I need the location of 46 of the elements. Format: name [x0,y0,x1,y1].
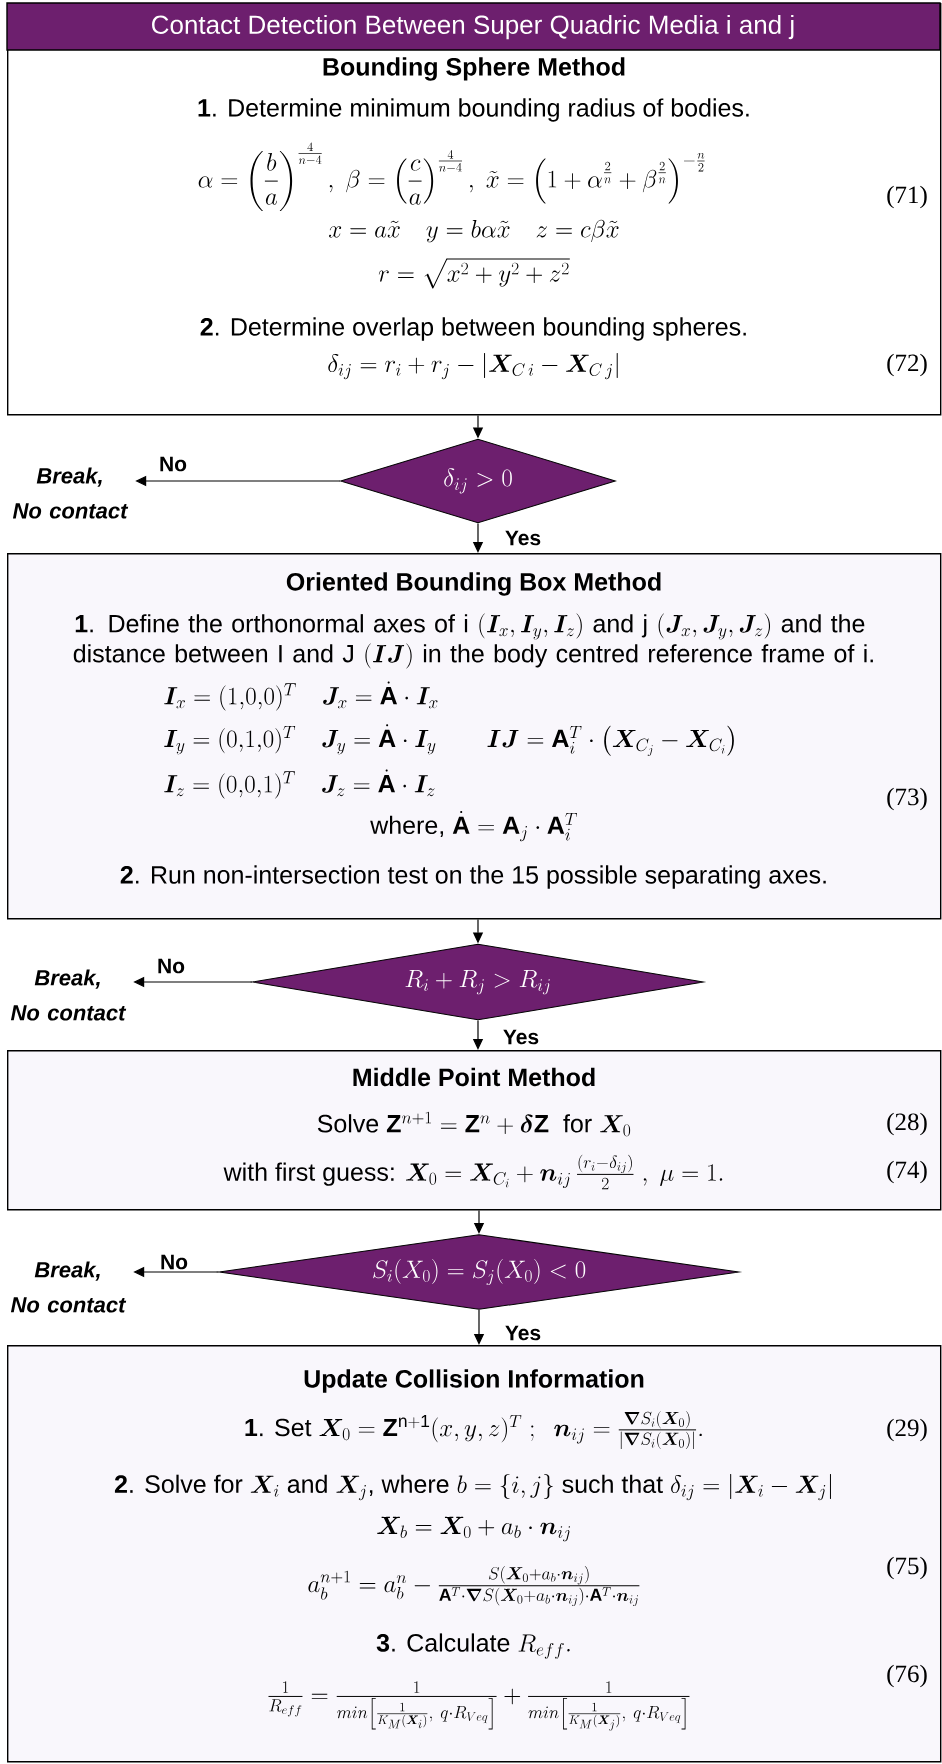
equation: $x = a\tilde{x}\quad y = b\alpha\tilde{x}\quad z = c\beta\tilde{x}$ [329,219,619,243]
step-text: 2. Determine overlap between bounding spheres. [200,317,746,341]
equation: $\alpha = \left(\frac{b}{a}\right)^{\frac{4}{n-4}},\ \beta = \left(\frac{c}{a}\right)^{\frac{4}{n-4}},\ \tilde{x} = \left(1+\alpha^{\frac{2}{n}}+\beta^{\frac{2}{n}}\right)^{-\frac{n}{2}}$ [198,142,705,212]
equation-number: (71) [887,185,927,209]
process-box [7,1345,942,1763]
equation: $\text{with first guess: }\boldsymbol{X}_0 = \boldsymbol{X}_{C_i} + \boldsymbol{n}_{ij}\,\frac{(r_i-\delta_{ij})}{2}\ ,\ \mu = 1.$ [223,1154,723,1190]
process-box [7,1050,942,1211]
process-box [6,2,942,416]
outcome-text: Break, No contact [10,1261,127,1313]
equation-number: (73) [887,787,927,811]
heading: Bounding Sphere Method [323,57,625,81]
equation-number: (75) [887,1556,927,1580]
step-text: 2. Run non-intersection test on the 15 possible separating axes. [120,865,826,889]
equation: $\boldsymbol{I}_x = (1{,}0{,}0)^T \quad \boldsymbol{J}_x = \dot{\mathbf{A}}\cdot\boldsymbol{I}_x$ [164,681,438,711]
edge-label: Yes [501,1028,541,1046]
equation: $\delta_{ij} = r_i + r_j - \left|\boldsymbol{X}_{C\,i} - \boldsymbol{X}_{C\,j}\right|$ [328,353,618,380]
equation-number: (28) [887,1112,927,1136]
edge-label: Yes [503,529,543,547]
equation: $\text{\textbf{3}. Calculate }R_{eff}.$ [376,1633,570,1659]
edge-label: No [159,1253,189,1271]
equation: $\text{\textbf{2}. Solve for }\boldsymbol{X}_i\text{ and }\boldsymbol{X}_j\text{, where }b = \{i,j\}\text{ such that }\delta_{ij} = \left|\boldsymbol{X}_i - \boldsymbol{X}_j\right|$ [114,1474,831,1501]
equation-number: (76) [887,1664,927,1688]
outcome-text: Break, No contact [10,969,127,1021]
equation: $\text{where, }\dot{\mathbf{A}} = \mathbf{A}_j\cdot\mathbf{A}_i^T$ [370,811,577,842]
equation: $\frac{1}{R_{eff}} = \frac{1}{min\left[\frac{1}{K_M(\boldsymbol{X}_i)},\ q\cdot R_{Veq}\right]} + \frac{1}{min\left[\frac{1}{K_M(\boldsymbol{X}_j)},\ q\cdot R_{Veq}\right]}$ [268,1681,690,1731]
step-text: 1. Determine minimum bounding radius of bodies. [198,98,749,122]
equation: $\text{Solve }\mathbf{Z}^{n+1} = \mathbf{Z}^n + \boldsymbol{\delta}\mathbf{Z}\ \ \mathrm{for}\ \boldsymbol{X}_0$ [317,1111,631,1137]
edge-label: Yes [503,1324,543,1342]
equation: $\boldsymbol{I}_y = (0{,}1{,}0)^T \quad \boldsymbol{J}_y = \dot{\mathbf{A}}\cdot\boldsymbol{I}_y \qquad \boldsymbol{IJ} = \mathbf{A}_i^T\cdot\left(\boldsymbol{X}_{C_j} - \boldsymbol{X}_{C_i}\right)$ [164,724,734,756]
equation-number: (74) [887,1160,927,1184]
equation: $\boldsymbol{X}_b = \boldsymbol{X}_0 + a_b\cdot\boldsymbol{n}_{ij}$ [377,1516,571,1542]
equation-number: (29) [887,1418,927,1442]
equation: $a_b^{n+1} = a_b^n - \frac{S(\boldsymbol{X}_0+a_b\cdot\boldsymbol{n}_{ij})}{\mathbf{A}^T\cdot\boldsymbol{\nabla} S(\boldsymbol{X}_0+a_b\cdot\boldsymbol{n}_{ij})\cdot\mathbf{A}^T\cdot\boldsymbol{n}_{ij}}$ [308,1566,640,1607]
equation-number: (72) [887,353,927,377]
outcome-text: Break, No contact [12,467,129,519]
edge-label: No [156,957,186,975]
equation: $\text{\textbf{1}. Set }\boldsymbol{X}_0 = \mathbf{Z}^{\mathrm{n+1}}(x,y,z)^T\ ;\ \ \boldsymbol{n}_{ij} = \frac{\boldsymbol{\nabla} S_i(\boldsymbol{X}_0)}{|\boldsymbol{\nabla} S_i(\boldsymbol{X}_0)|}.$ [245,1410,702,1450]
heading: Middle Point Method [353,1067,595,1087]
equation: $r = \sqrt{x^2+y^2+z^2}$ [378,258,570,289]
process-box [7,553,942,920]
edge-label: No [158,455,188,473]
title-bar: Contact Detection Between Super Quadric Media i and j [6,2,941,51]
heading: Update Collision Information [304,1369,644,1393]
step-text: $\text{\textbf{1}. Define the orthonormal axes of i }(\boldsymbol{I}_x, \boldsymbol{I}_y, \boldsymbol{I}_z)\text{ and j }(\boldsymbol{J}_x, \boldsymbol{J}_y, \boldsymbol{J}_z)\text{ and the }\allowbreak\text{distance between I and J }(\boldsymbol{IJ})\text{ in the body centred reference frame of i.}$ [73,613,873,669]
equation: $\boldsymbol{I}_z = (0{,}0{,}1)^T \quad \boldsymbol{J}_z = \dot{\mathbf{A}}\cdot\boldsymbol{I}_z$ [164,769,435,799]
heading: Oriented Bounding Box Method [286,572,661,596]
